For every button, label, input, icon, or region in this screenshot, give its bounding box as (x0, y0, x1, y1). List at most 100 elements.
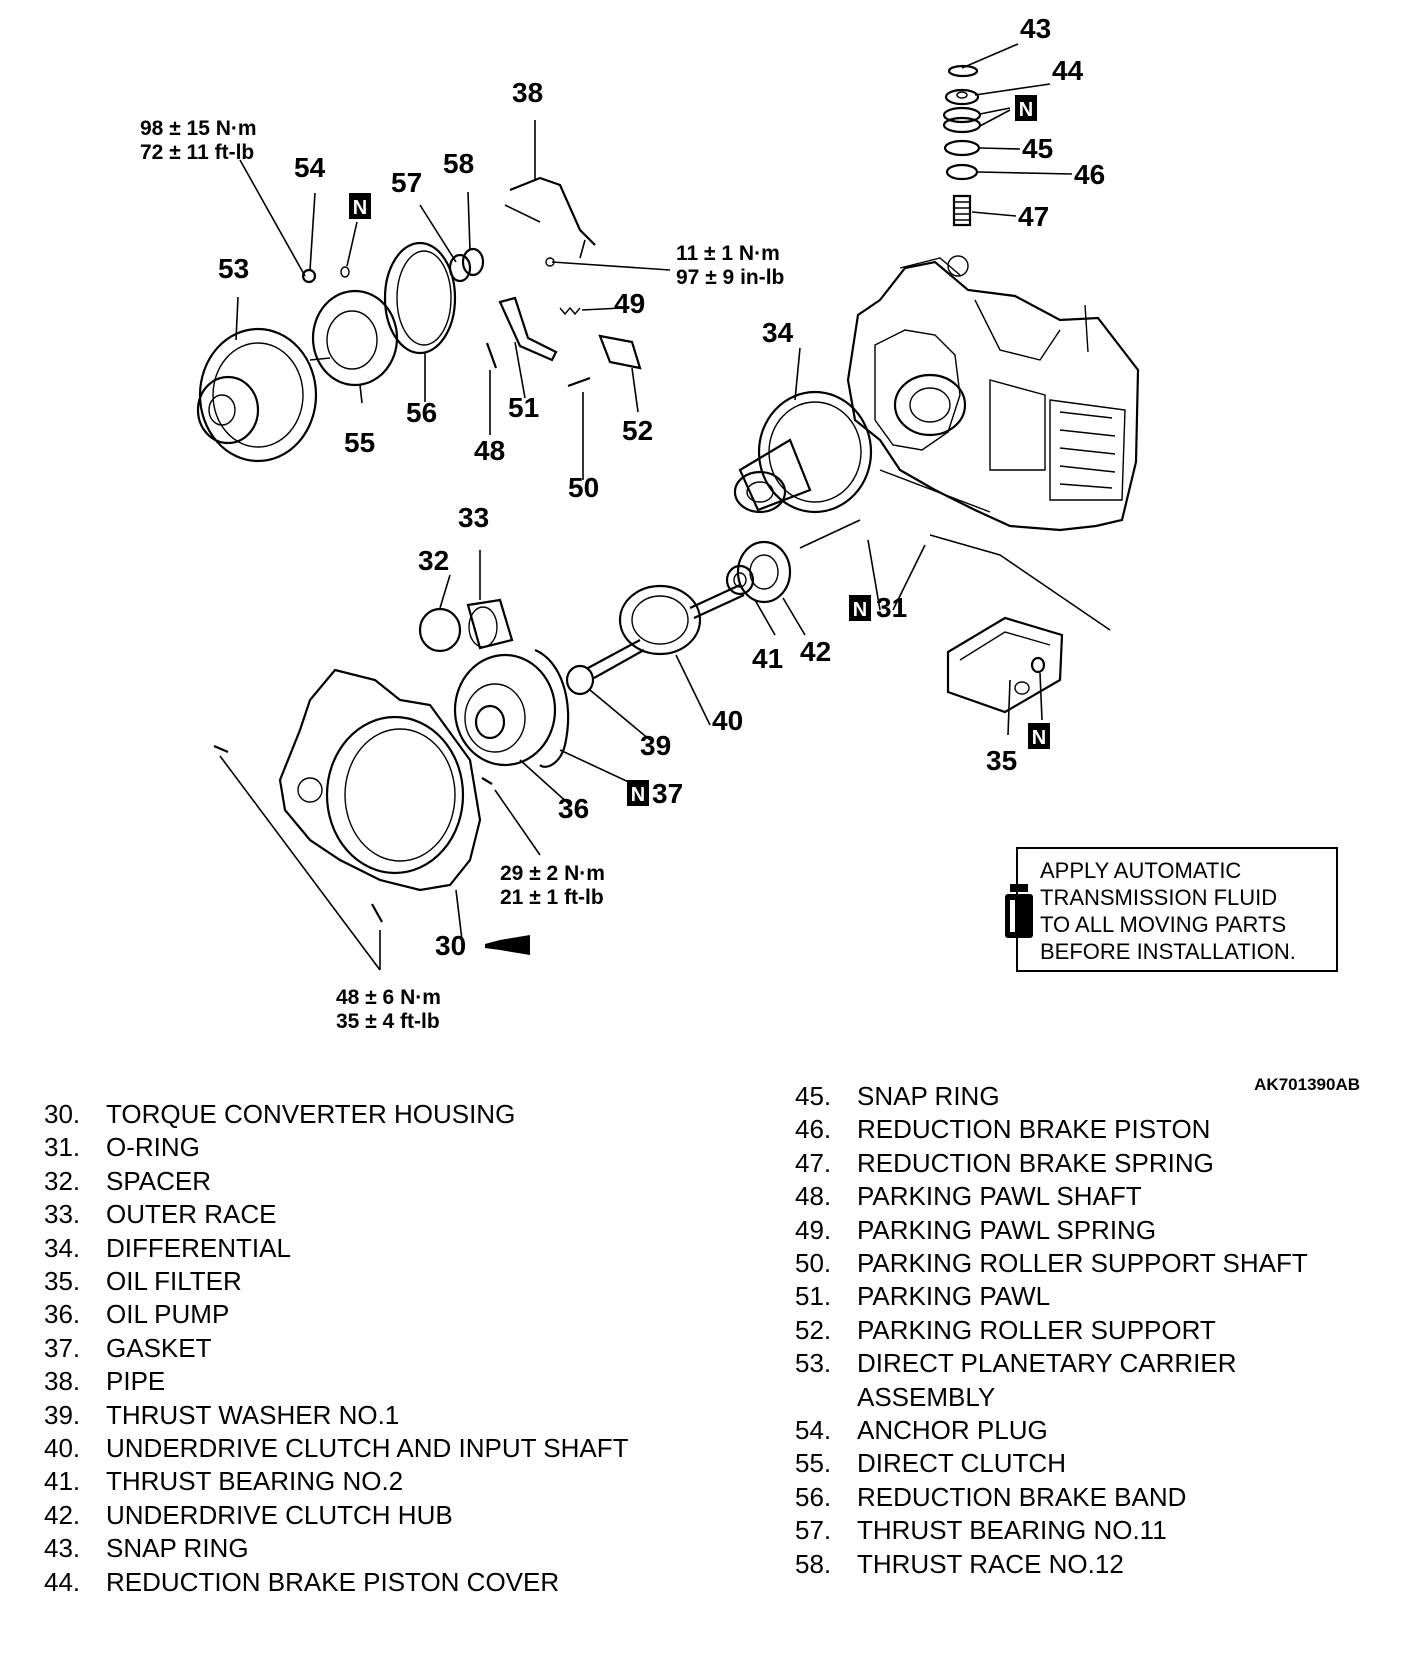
parking-pawl-shaft-drawing (485, 342, 498, 369)
parking-pawl-spring-drawing (559, 306, 581, 316)
callout-48: 48 (474, 435, 505, 466)
legend-item-number: 42. (44, 1499, 81, 1530)
callout-57: 57 (391, 167, 422, 198)
callout-51: 51 (508, 392, 539, 423)
n-marker-37: N (627, 780, 649, 806)
parking-roller-support-drawing (598, 334, 642, 370)
note-line-3: TO ALL MOVING PARTS (1040, 912, 1286, 937)
legend-item-label: REDUCTION BRAKE SPRING (857, 1147, 1214, 1178)
o-ring-small-drawing (340, 266, 350, 278)
legend-item-label: O-RING (106, 1132, 200, 1163)
svg-text:N: N (353, 197, 367, 219)
thrust-bearing-race-drawing (448, 247, 485, 283)
legend-item-label: THRUST RACE NO.12 (857, 1548, 1124, 1579)
legend-item-number: 32. (44, 1165, 81, 1196)
legend-item-number: 47. (795, 1147, 832, 1178)
legend-item: 39.THRUST WASHER NO.1 (44, 1399, 644, 1432)
parking-pawl-drawing (498, 296, 558, 362)
legend-item-label: GASKET (106, 1332, 212, 1363)
legend-item-label: DIFFERENTIAL (106, 1232, 291, 1263)
callout-44: 44 (1052, 55, 1084, 86)
callout-36: 36 (558, 793, 589, 824)
svg-text:N: N (1019, 99, 1033, 121)
legend-item-number: 39. (44, 1399, 81, 1430)
legend-item-label: ANCHOR PLUG (857, 1415, 1048, 1446)
legend-item-label: PARKING ROLLER SUPPORT SHAFT (857, 1248, 1308, 1279)
legend-item: 54. ANCHOR PLUG (795, 1414, 1355, 1447)
legend-item-number: 57. (795, 1515, 832, 1546)
legend-item-number: 45. (795, 1081, 832, 1111)
legend-item-label: DIRECT PLANETARY CARRIER ASSEMBLY (857, 1348, 1237, 1412)
legend-item-label: REDUCTION BRAKE PISTON (857, 1114, 1211, 1145)
callout-54: 54 (294, 152, 326, 183)
callout-50: 50 (568, 472, 599, 503)
legend-item: 48.PARKING PAWL SHAFT (795, 1180, 1355, 1213)
svg-text:N: N (853, 599, 867, 621)
torque-38-nm: 11 ± 1 N·m (676, 242, 780, 265)
legend-item-label: THRUST BEARING NO.2 (106, 1466, 404, 1497)
legend-item-label: THRUST BEARING NO.11 (857, 1515, 1167, 1546)
n-marker-upper-right: N (1015, 95, 1037, 121)
legend-item: 45.SNAP RING (795, 1080, 1355, 1113)
callout-40: 40 (712, 705, 743, 736)
torque-54-nm: 98 ± 15 N·m (140, 117, 257, 140)
fluid-bottle-icon (1005, 884, 1033, 938)
callout-49: 49 (614, 288, 645, 319)
callout-42: 42 (800, 636, 831, 667)
legend-item: 30.TORQUE CONVERTER HOUSING (44, 1098, 644, 1131)
legend-item-number: 54. (795, 1415, 832, 1446)
callout-43: 43 (1020, 13, 1051, 44)
gasket-drawing (534, 648, 570, 768)
legend-item: 36. OIL PUMP (44, 1298, 644, 1331)
callout-52: 52 (622, 415, 653, 446)
direct-planetary-drawing (196, 327, 331, 463)
note-line-1: APPLY AUTOMATIC (1040, 858, 1241, 883)
legend-item-number: 46. (795, 1114, 832, 1145)
legend-item-label: TORQUE CONVERTER HOUSING (106, 1099, 516, 1129)
callout-55: 55 (344, 427, 375, 458)
legend-item: 55.DIRECT CLUTCH (795, 1447, 1355, 1480)
anchor-plug-drawing (301, 268, 317, 284)
legend-item-label: OIL PUMP (106, 1299, 230, 1330)
legend-item: 32. SPACER (44, 1165, 644, 1198)
legend-item: 51.PARKING PAWL (795, 1280, 1355, 1313)
legend-item: 56. REDUCTION BRAKE BAND (795, 1481, 1355, 1514)
n-marker-upper-left: N (349, 193, 371, 219)
spacer-outer-race-drawing (418, 598, 514, 653)
callout-53: 53 (218, 253, 249, 284)
torque-converter-housing-drawing (278, 668, 482, 892)
legend-item-label: PARKING ROLLER SUPPORT (857, 1314, 1216, 1345)
legend-item: 47. REDUCTION BRAKE SPRING (795, 1147, 1355, 1180)
legend-item-label: PARKING PAWL (857, 1281, 1051, 1312)
legend-item-number: 37. (44, 1332, 81, 1363)
legend-item-label: OUTER RACE (106, 1199, 277, 1230)
legend-item: 50.PARKING ROLLER SUPPORT SHAFT (795, 1247, 1355, 1280)
torque-36-ftlb: 21 ± 1 ft-lb (500, 886, 604, 909)
legend-item-number: 53. (795, 1348, 832, 1379)
callout-46: 46 (1074, 159, 1105, 190)
legend-item: 42.UNDERDRIVE CLUTCH HUB (44, 1499, 644, 1532)
legend-item-number: 43. (44, 1533, 81, 1564)
legend-item-label: SPACER (106, 1165, 211, 1196)
exploded-parts-diagram: N N N N N 43 44 45 46 47 38 54 58 57 53 … (140, 13, 1360, 1094)
legend-item: 31.O-RING (44, 1131, 644, 1164)
reduction-brake-stack-drawing (942, 64, 982, 227)
legend-item-label: REDUCTION BRAKE BAND (857, 1481, 1187, 1512)
legend-item-label: PARKING PAWL SPRING (857, 1214, 1157, 1245)
n-marker-31: N (849, 595, 871, 621)
oil-filter-drawing (946, 616, 1064, 714)
legend-item: 43.SNAP RING (44, 1532, 644, 1565)
legend-item-number: 36. (44, 1299, 81, 1330)
legend-item: 40.UNDERDRIVE CLUTCH AND INPUT SHAFT (44, 1432, 644, 1465)
callout-35: 35 (986, 745, 1017, 776)
torque-54-ftlb: 72 ± 11 ft-lb (140, 141, 254, 164)
legend-item: 41.THRUST BEARING NO.2 (44, 1465, 644, 1498)
legend-item: 37. GASKET (44, 1332, 644, 1365)
legend-item: 33.OUTER RACE (44, 1198, 644, 1231)
callout-45: 45 (1022, 133, 1053, 164)
legend-item-number: 56. (795, 1481, 832, 1512)
figure-code: AK701390AB (1254, 1075, 1360, 1094)
legend-item-label: REDUCTION BRAKE PISTON COVER (106, 1566, 560, 1597)
svg-text:N: N (1032, 727, 1046, 749)
